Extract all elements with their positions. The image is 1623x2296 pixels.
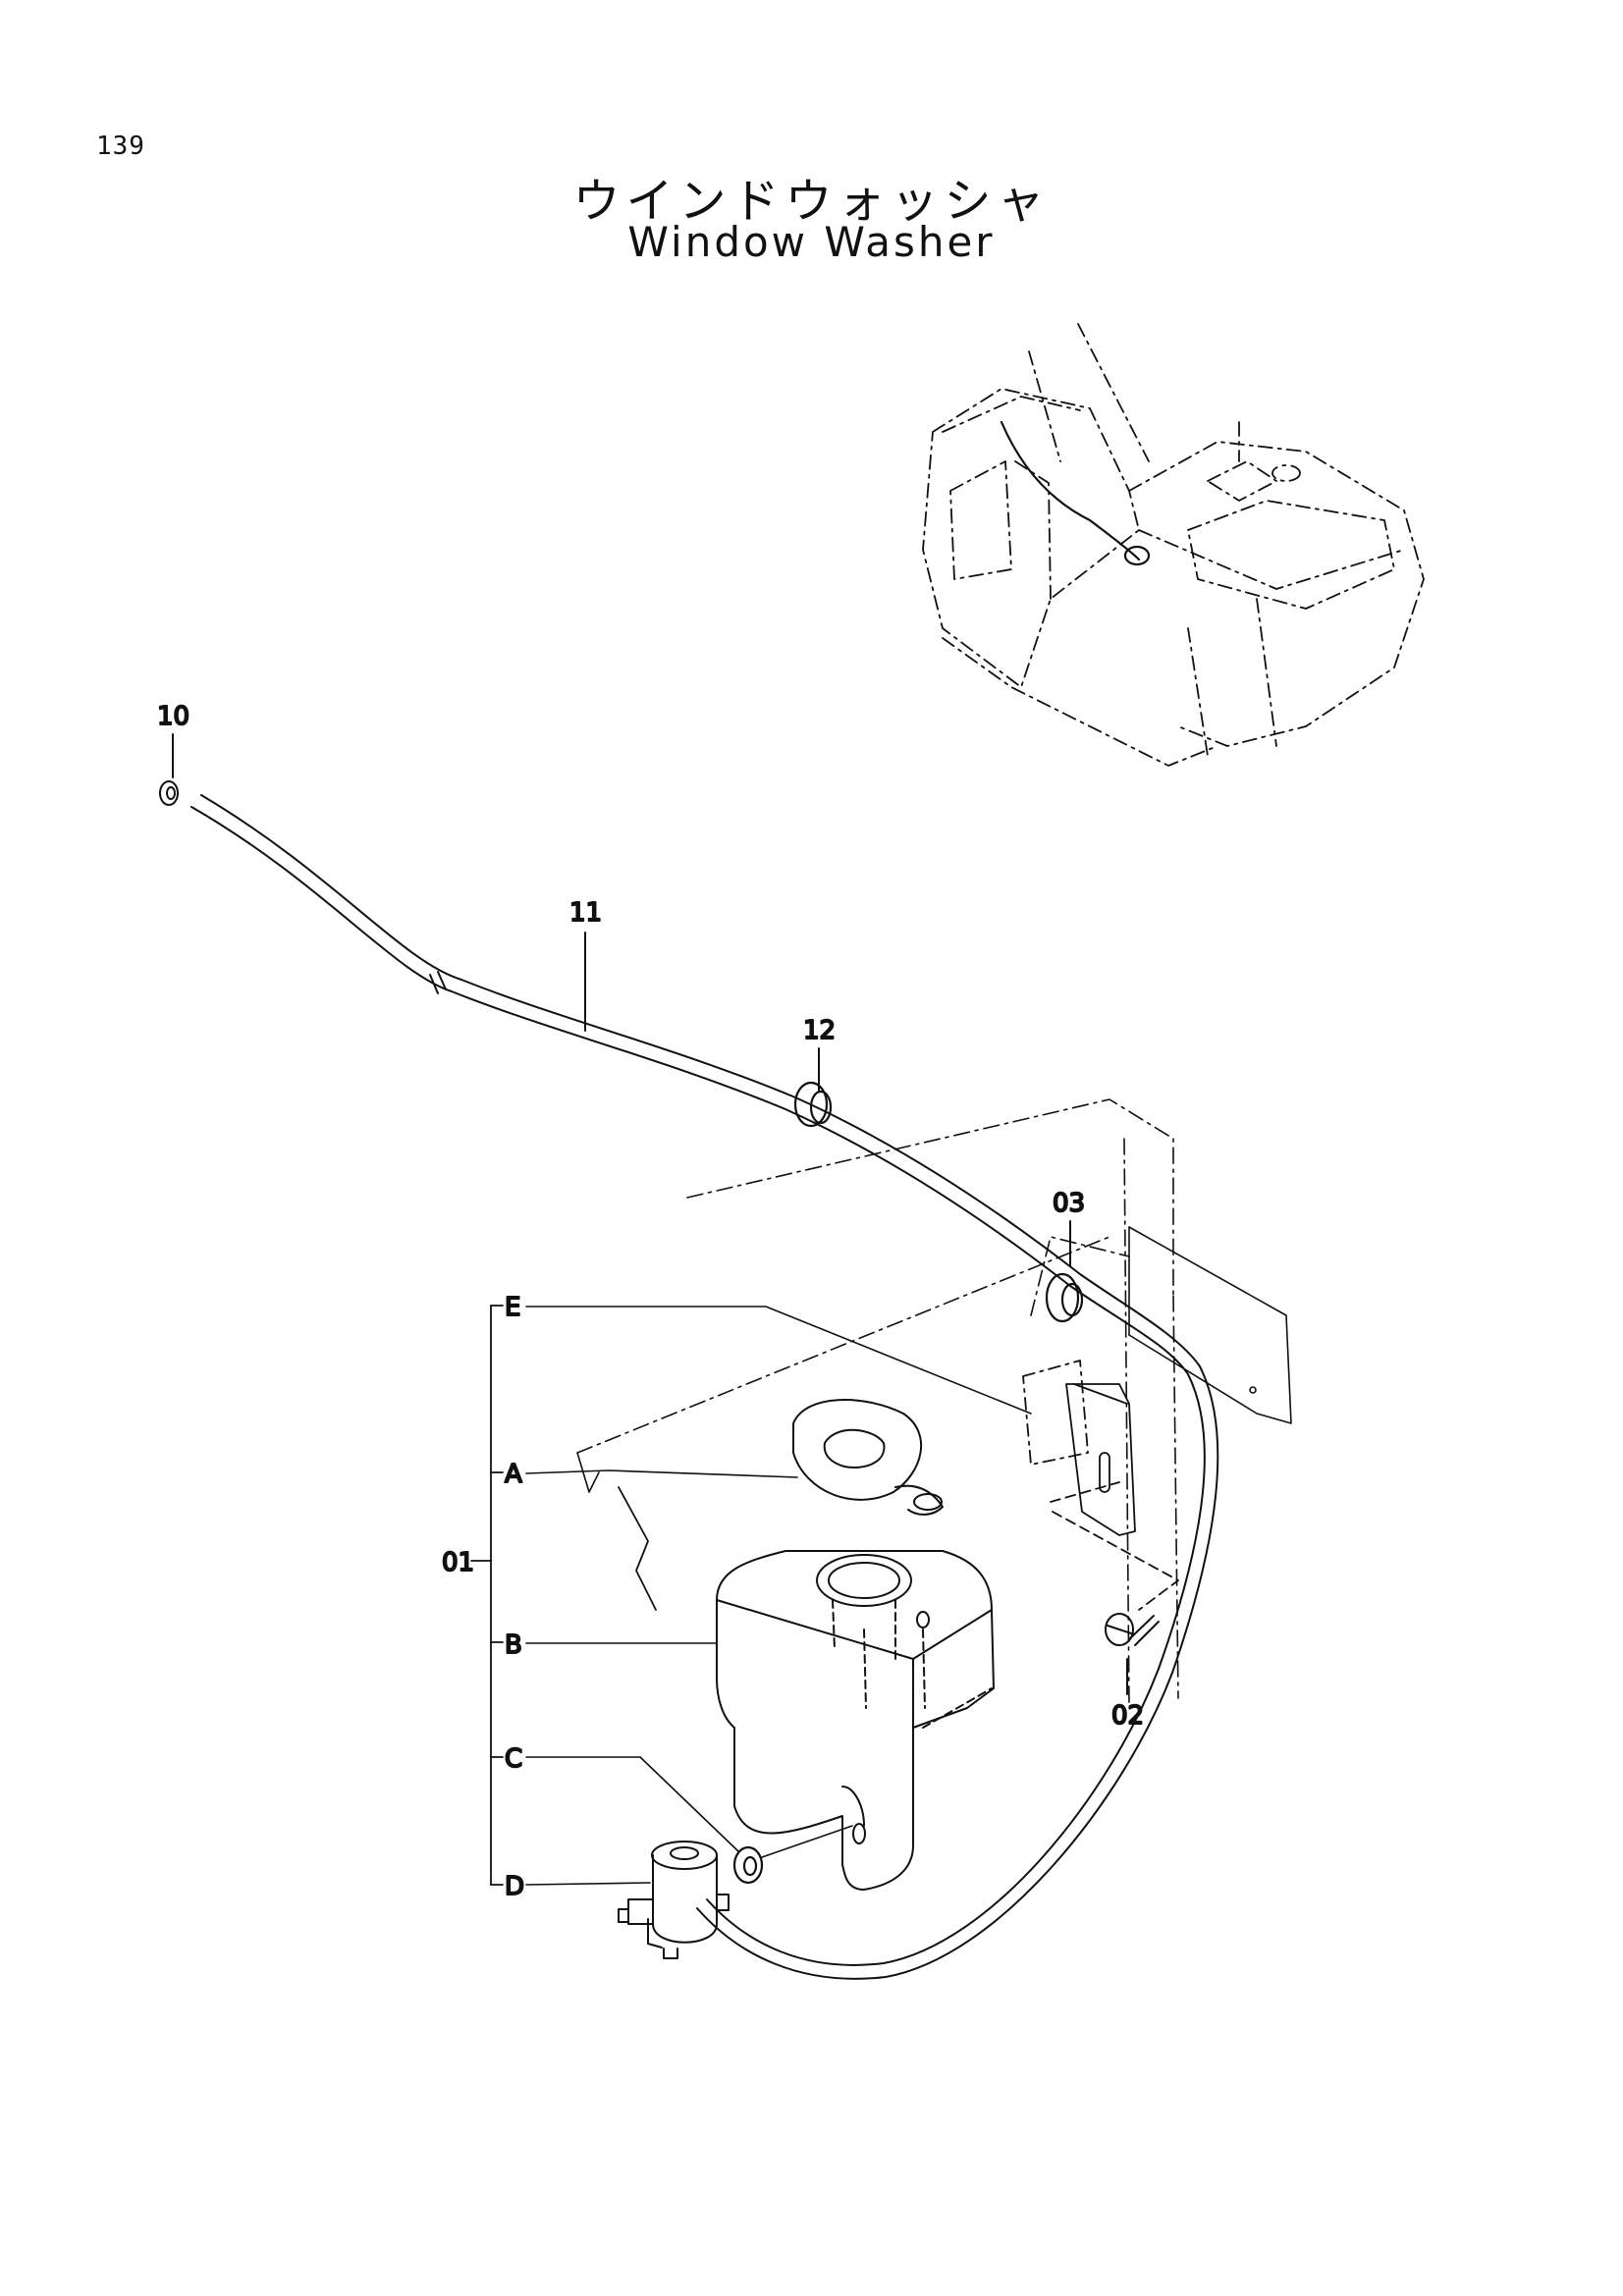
callout-label-10: 10 (157, 702, 189, 731)
seal-washer (732, 1845, 764, 1885)
callout-label-d: D (505, 1872, 524, 1901)
title-japanese: ウインドウォッシャ (572, 174, 1051, 229)
washer-tank (716, 1550, 995, 1891)
assembly-bracket (470, 1305, 504, 1886)
bolt-02 (1105, 1613, 1160, 1646)
callout-label-e: E (505, 1293, 520, 1322)
callout-d: D (504, 1871, 651, 1902)
callout-label-b: B (505, 1630, 522, 1660)
callout-12: 12 (802, 1015, 837, 1093)
machine-washer-hose (1000, 420, 1151, 566)
callout-10: 10 (156, 701, 190, 778)
callout-a: A (504, 1459, 798, 1490)
callout-11: 11 (568, 897, 603, 1032)
page-number: 139 (96, 132, 145, 161)
callout-label-11: 11 (569, 898, 602, 928)
callout-e: E (504, 1292, 1032, 1415)
washer-hose (190, 794, 1219, 1980)
title-english: Window Washer (627, 218, 996, 266)
callout-label-02: 02 (1111, 1701, 1144, 1731)
callout-b: B (504, 1629, 718, 1661)
callout-label-c: C (505, 1744, 522, 1774)
nozzle-part (159, 780, 179, 806)
grommet-12 (793, 1081, 833, 1128)
tank-cap (792, 1399, 944, 1516)
machine-overview (922, 323, 1425, 767)
grommet-03 (1045, 1272, 1084, 1323)
callout-label-03: 03 (1053, 1189, 1085, 1218)
bracket-e (1022, 1360, 1179, 1611)
washer-pump (618, 1841, 730, 1959)
callout-label-a: A (505, 1460, 522, 1489)
callout-02: 02 (1110, 1658, 1145, 1732)
cab-panel (576, 1098, 1292, 1709)
callout-c: C (504, 1743, 853, 1858)
callout-label-12: 12 (803, 1016, 836, 1045)
callout-label-01: 01 (442, 1548, 474, 1577)
callout-03: 03 (1052, 1188, 1086, 1267)
